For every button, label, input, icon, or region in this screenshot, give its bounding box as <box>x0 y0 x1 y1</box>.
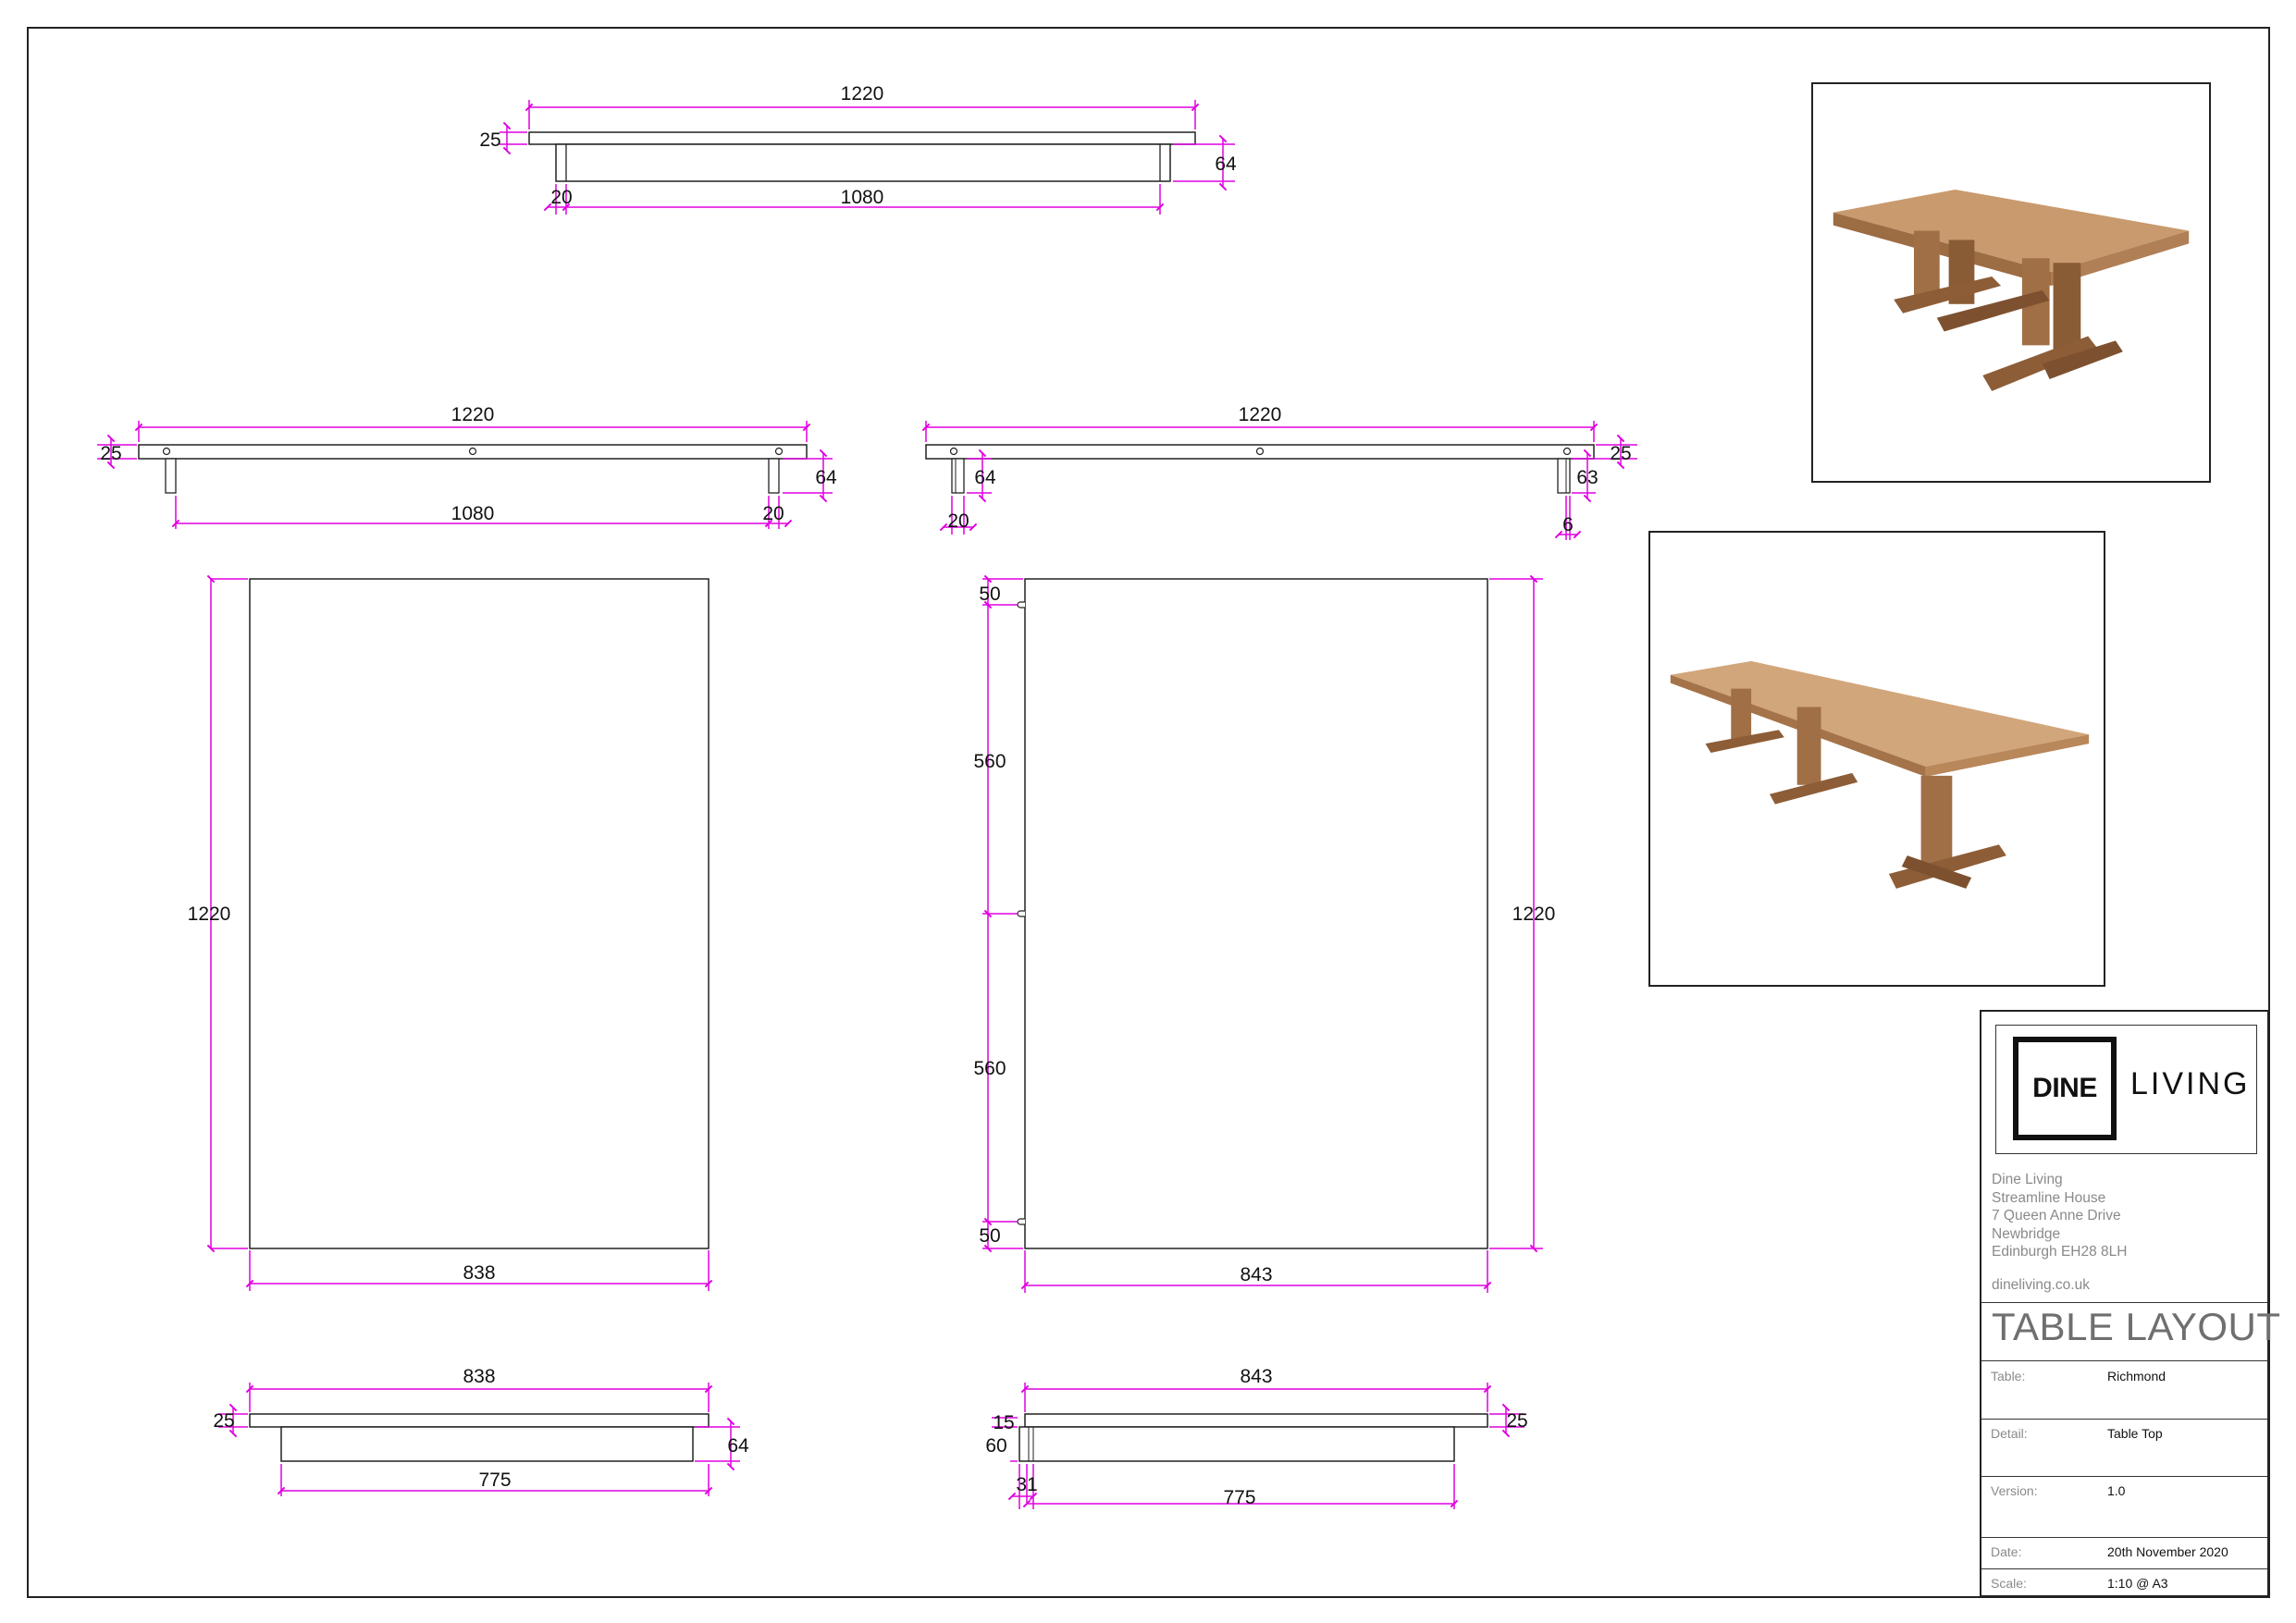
dim-top-length: 1220 <box>188 904 231 925</box>
sheet-border <box>27 27 2270 1598</box>
dim-left-top-width: 838 <box>463 1262 495 1284</box>
address-line: Newbridge <box>1992 1225 2061 1242</box>
table-value: Richmond <box>2107 1369 2166 1383</box>
apron-profile <box>555 143 1171 182</box>
dim-end-margin-top: 50 <box>979 584 1000 605</box>
logo-frame: DINE LIVING <box>1995 1025 2257 1154</box>
dim-leg-inset: 20 <box>947 510 969 532</box>
apron-profile <box>1018 1426 1455 1462</box>
title-block: DINE LIVING Dine Living Streamline House… <box>1980 1010 2280 1597</box>
dim-top-thickness: 25 <box>1610 443 1631 464</box>
leg-left <box>951 458 965 494</box>
detail-label: Detail: <box>1991 1426 2028 1441</box>
dim-apron-height-b: 63 <box>1576 467 1598 488</box>
dim-top-thickness: 25 <box>479 129 500 151</box>
dim-apron-length: 775 <box>478 1469 511 1491</box>
dim-top-length: 1220 <box>451 404 495 425</box>
leg-right <box>1557 458 1571 494</box>
logo-box: DINE <box>2013 1037 2117 1140</box>
table-photo-extended <box>1648 531 2105 987</box>
address-line: Streamline House <box>1992 1189 2106 1206</box>
dim-leaf-gap: 6 <box>1562 514 1574 535</box>
dim-end-margin-bottom: 50 <box>979 1225 1000 1247</box>
top-elevation: 1220 25 64 20 1080 <box>479 83 1237 215</box>
leg-left <box>165 458 177 494</box>
divider <box>1981 1360 2267 1361</box>
dim-top-thickness: 25 <box>1506 1410 1527 1432</box>
bottom-left-elevation: 838 25 64 775 <box>213 1366 749 1496</box>
dim-leg-inset: 20 <box>762 503 784 524</box>
table-illustration-icon <box>1670 660 2090 889</box>
tabletop-plan-right <box>1024 578 1488 1249</box>
date-value: 20th November 2020 <box>2107 1544 2228 1559</box>
dim-edge-15: 15 <box>993 1412 1014 1433</box>
scale-value: 1:10 @ A3 <box>2107 1576 2168 1591</box>
dim-top-length: 1220 <box>1239 404 1282 425</box>
divider <box>1981 1302 2267 1303</box>
dim-right-top-width: 843 <box>1240 1366 1272 1387</box>
dim-apron-length: 775 <box>1223 1487 1255 1508</box>
company-website: dineliving.co.uk <box>1992 1277 2090 1293</box>
table-label: Table: <box>1991 1369 2026 1383</box>
divider <box>1981 1419 2267 1420</box>
date-label: Date: <box>1991 1544 2022 1559</box>
scale-label: Scale: <box>1991 1576 2027 1591</box>
dim-rail-length: 1080 <box>841 187 884 208</box>
dim-top-length: 1220 <box>1512 904 1556 925</box>
address-line: Edinburgh EH28 8LH <box>1992 1244 2128 1260</box>
right-side-elevation: 1220 25 64 63 20 6 <box>921 404 1637 540</box>
divider <box>1981 1476 2267 1477</box>
bottom-right-elevation: 843 25 15 60 31 775 <box>985 1366 1528 1509</box>
divider <box>1981 1537 2267 1538</box>
dim-leaf-length-b: 560 <box>973 1058 1006 1079</box>
dim-apron-height: 64 <box>974 467 996 488</box>
dim-leaf-length-a: 560 <box>973 751 1006 772</box>
tabletop-plan-left <box>249 578 710 1249</box>
apron-profile <box>280 1426 694 1462</box>
dim-right-top-width: 843 <box>1240 1264 1272 1285</box>
dim-top-length: 1220 <box>841 83 884 105</box>
divider <box>1981 1568 2267 1569</box>
tabletop-profile <box>1024 1413 1488 1428</box>
company-address: Dine Living Streamline House 7 Queen Ann… <box>1992 1171 2128 1261</box>
left-plan-view: 1220 838 <box>188 574 713 1291</box>
dim-top-thickness: 25 <box>213 1410 234 1432</box>
right-plan-view: 50 560 560 50 1220 843 <box>973 574 1556 1293</box>
address-line: 7 Queen Anne Drive <box>1992 1208 2121 1223</box>
dim-apron-height: 64 <box>815 467 837 488</box>
dim-rail-length: 1080 <box>451 503 495 524</box>
dim-edge-60: 60 <box>985 1435 1006 1457</box>
tabletop-profile <box>249 1413 710 1428</box>
table-photo-compact <box>1811 82 2211 483</box>
leg-right <box>768 458 780 494</box>
version-label: Version: <box>1991 1483 2038 1498</box>
sheet-title: TABLE LAYOUT <box>1992 1305 2281 1348</box>
logo-text-dine: DINE <box>2032 1073 2097 1103</box>
dim-top-thickness: 25 <box>100 443 121 464</box>
dim-leg-inset: 20 <box>550 187 572 208</box>
detail-value: Table Top <box>2107 1426 2163 1441</box>
address-line: Dine Living <box>1992 1172 2063 1187</box>
dim-apron-height: 64 <box>1215 154 1237 175</box>
logo-text-living: LIVING <box>2130 1066 2251 1101</box>
tabletop-profile <box>528 131 1196 145</box>
dim-edge-31: 31 <box>1016 1474 1037 1495</box>
dim-apron-height: 64 <box>727 1435 749 1457</box>
table-illustration-icon <box>1833 189 2190 391</box>
left-side-elevation: 1220 25 64 1080 20 <box>97 404 837 529</box>
version-value: 1.0 <box>2107 1483 2126 1498</box>
dim-left-top-width: 838 <box>463 1366 495 1387</box>
